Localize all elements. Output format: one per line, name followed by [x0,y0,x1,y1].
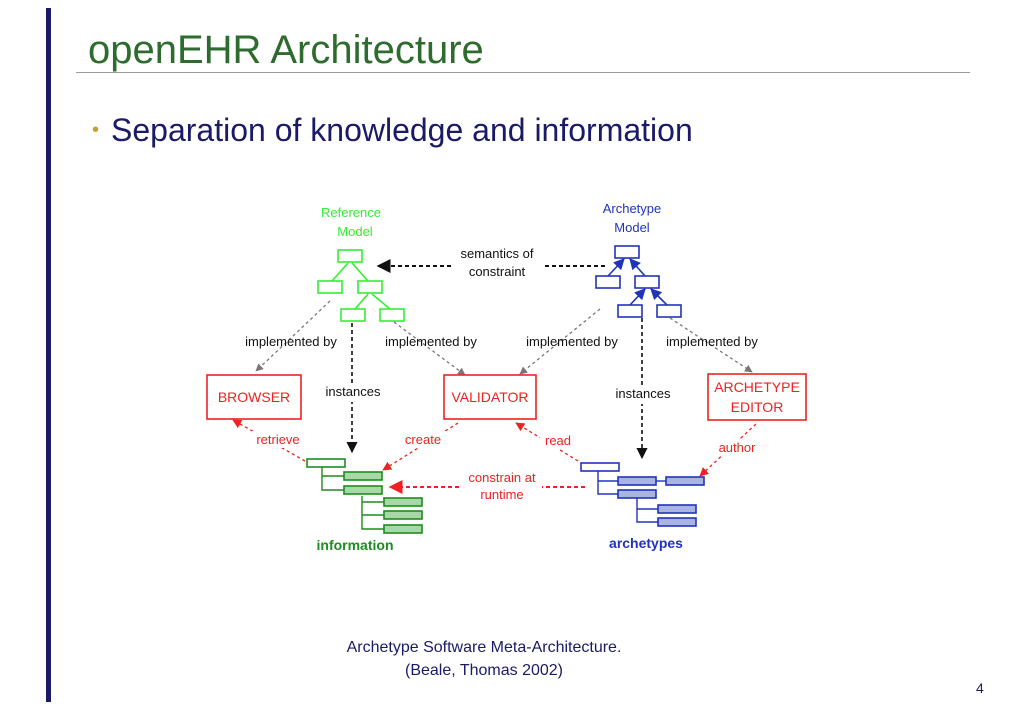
info-node [306,458,346,468]
slide-title: openEHR Architecture [88,28,484,72]
information-label: information [317,537,394,553]
archetype-node [665,476,705,486]
reference-model-label: Reference [321,205,381,220]
retrieve-label: retrieve [256,432,299,447]
archetype-node [657,504,697,514]
archetype-model-label-2: Model [614,220,650,235]
validator-label: VALIDATOR [451,389,528,405]
create-label: create [405,432,441,447]
am-node [634,275,660,289]
archetype-editor-label: ARCHETYPE [714,379,800,395]
am-node [614,245,640,259]
archetype-model: Archetype Model [595,201,682,318]
read-label: read [545,433,571,448]
rm-node [379,308,405,322]
rm-node [337,249,363,263]
browser-box [206,374,302,420]
constrain-label-2: runtime [480,487,523,502]
bullet-item: • Separation of knowledge and informatio… [92,112,693,149]
rm-node [340,308,366,322]
caption-line: Archetype Software Meta-Architecture. [346,639,622,656]
implemented-by-label: implemented by [385,334,477,349]
archetypes-label: archetypes [609,535,683,551]
constrain-label: constrain at [468,470,536,485]
semantics-label-2: constraint [469,264,526,279]
reference-model: Reference Model [317,205,405,322]
bullet-text: Separation of knowledge and information [111,112,693,148]
archetype-editor-label-2: EDITOR [731,399,784,415]
slide-left-bar [46,8,51,702]
implemented-by-label: implemented by [666,334,758,349]
caption-line: (Beale, Thomas 2002) [404,662,563,679]
implemented-by-label: implemented by [526,334,618,349]
am-node [595,275,621,289]
reference-model-label-2: Model [337,224,373,239]
archetype-editor-box [707,373,807,421]
info-node [343,485,383,495]
semantics-label: semantics of [461,246,534,261]
instances-label: instances [326,384,381,399]
author-label: author [719,440,757,455]
figure-caption: Archetype Software Meta-Architecture. (B… [284,636,684,682]
rm-node [357,280,383,294]
page-number: 4 [976,680,984,696]
info-node [383,524,423,534]
browser-label: BROWSER [218,389,290,405]
rm-node [317,280,343,294]
archetype-model-label: Archetype [603,201,662,216]
am-node [617,304,643,318]
bullet-icon: • [92,119,100,141]
information-tree: information [306,458,423,553]
archetype-node [617,489,657,499]
info-node [343,471,383,481]
archetype-node [617,476,657,486]
archetype-node [657,517,697,527]
archetype-node [580,462,620,472]
archetypes-tree: archetypes [580,462,705,551]
instances-label: instances [616,386,671,401]
title-divider [76,72,970,73]
validator-box [443,374,537,420]
am-node [656,304,682,318]
implemented-by-label: implemented by [245,334,337,349]
info-node [383,510,423,520]
info-node [383,497,423,507]
